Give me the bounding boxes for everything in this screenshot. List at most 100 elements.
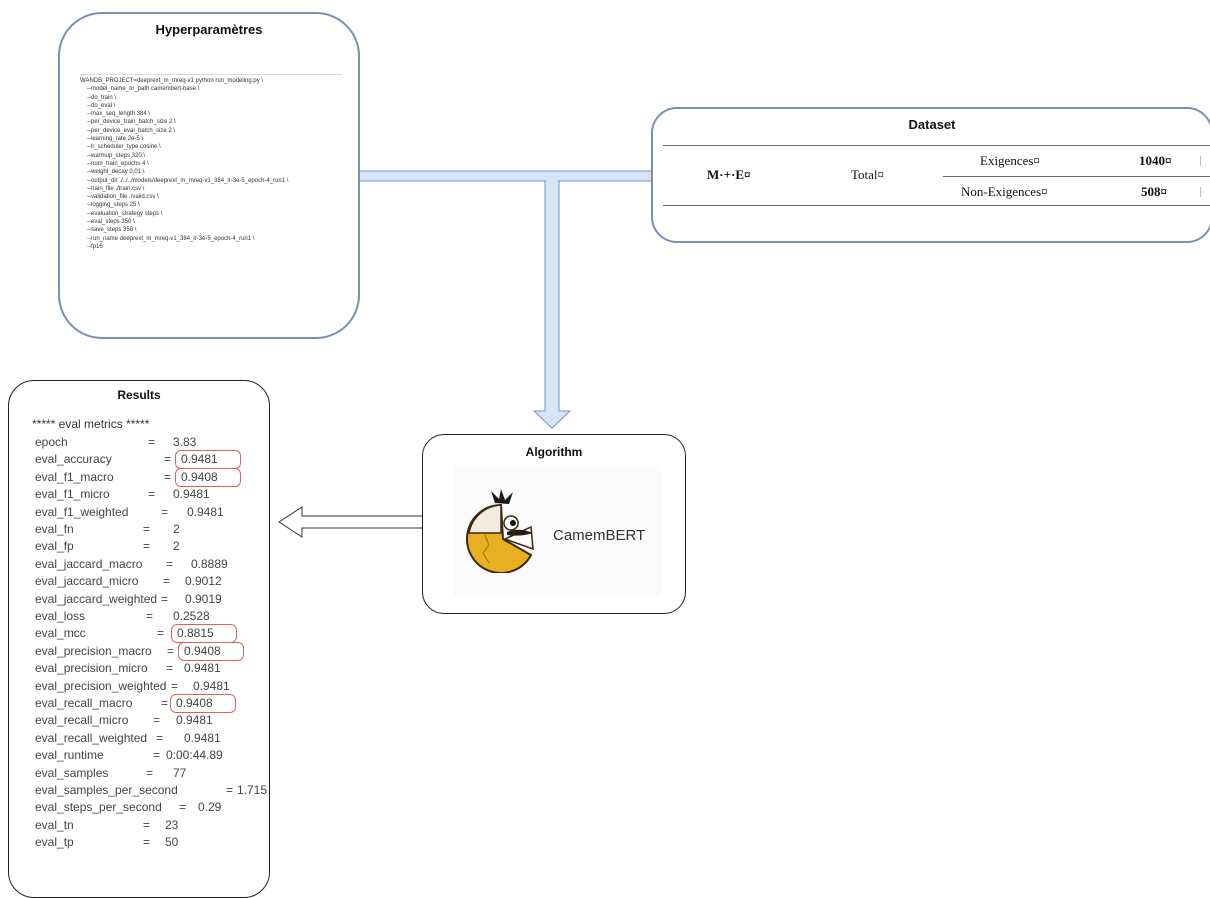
hyperparameter-line: --learning_rate 2e-5 \ bbox=[87, 136, 144, 143]
metric-value: 23 bbox=[165, 817, 179, 832]
metric-name: eval_mcc bbox=[35, 626, 86, 641]
metric-equals: = bbox=[146, 765, 154, 780]
metric-equals: = bbox=[179, 800, 187, 815]
table-top-rule bbox=[663, 145, 1210, 146]
dataset-table: M·+·E¤ Total¤ Exigences¤ 1040¤ Non-Exige… bbox=[653, 109, 1210, 241]
metric-row: eval_f1_weighted=0.9481 bbox=[35, 505, 265, 521]
hyperparameter-line: --per_device_train_batch_size 2 \ bbox=[87, 119, 176, 126]
metric-name: eval_recall_weighted bbox=[35, 730, 148, 745]
metric-value: 0.9481 bbox=[187, 504, 224, 519]
metric-name: eval_f1_micro bbox=[35, 487, 110, 502]
metric-equals: = bbox=[166, 556, 174, 571]
camembert-logo-icon bbox=[466, 489, 534, 573]
metric-row: eval_jaccard_macro=0.8889 bbox=[35, 557, 265, 573]
metric-name: eval_fn bbox=[35, 522, 74, 536]
metric-row: epoch=3.83 bbox=[35, 435, 265, 451]
metric-equals: = bbox=[143, 522, 151, 536]
metric-name: epoch bbox=[35, 435, 68, 449]
metrics-header: ***** eval metrics ***** bbox=[32, 417, 150, 431]
hyperparameter-line: --output_dir ./../../models/deeprext_m_m… bbox=[87, 177, 289, 184]
metric-value: 0.2528 bbox=[173, 609, 210, 623]
metric-name: eval_recall_macro bbox=[35, 696, 133, 710]
hyperparameter-line: --run_name deeprext_m_mreq-v1_384_lr-3e-… bbox=[87, 235, 255, 242]
metric-name: eval_recall_micro bbox=[35, 713, 129, 728]
metric-name: eval_f1_macro bbox=[35, 469, 114, 484]
metric-equals: = bbox=[143, 539, 151, 554]
metric-name: eval_precision_micro bbox=[35, 661, 148, 676]
hyperparameter-line: --evaluation_strategy steps \ bbox=[87, 210, 163, 217]
table-bottom-rule bbox=[663, 205, 1210, 206]
metric-value: 0.9012 bbox=[185, 574, 222, 589]
metric-value: 0.9408 bbox=[176, 696, 213, 710]
hyperparameter-line: --validation_file ./valid.csv \ bbox=[87, 194, 159, 201]
dataset-total-label: Total¤ bbox=[851, 167, 885, 182]
metric-value: 2 bbox=[173, 522, 180, 536]
metric-row: eval_f1_micro=0.9481 bbox=[35, 487, 265, 503]
metric-name: eval_precision_weighted bbox=[35, 678, 167, 693]
hyperparameters-command: WANDB_PROJECT=deeprext_m_mreq-v1 python … bbox=[80, 77, 350, 251]
hyperparameter-line: --warmup_steps 320 \ bbox=[87, 152, 146, 159]
hyperparameters-box: Hyperparamètres WANDB_PROJECT=deeprext_m… bbox=[58, 12, 360, 339]
metric-value: 0.8815 bbox=[177, 626, 214, 641]
metric-value: 50 bbox=[165, 835, 179, 850]
metric-value: 0:00:44.89 bbox=[166, 748, 223, 763]
metric-row: eval_precision_macro = 0.9408 bbox=[35, 644, 265, 660]
metric-row: eval_precision_micro=0.9481 bbox=[35, 661, 265, 677]
metric-equals: = bbox=[164, 469, 172, 484]
metric-name: eval_precision_macro bbox=[35, 643, 152, 658]
metric-row: eval_tn=23 bbox=[35, 818, 265, 834]
metric-row: eval_samples_per_second=1.715 bbox=[35, 783, 267, 799]
metric-row: eval_mcc = 0.8815 bbox=[35, 626, 265, 642]
arrow-to-algorithm bbox=[532, 180, 572, 429]
metric-row: eval_samples=77 bbox=[35, 766, 265, 782]
metric-name: eval_tn bbox=[35, 817, 74, 832]
metric-row: eval_tp=50 bbox=[35, 835, 265, 851]
metric-value: 3.83 bbox=[173, 435, 197, 449]
dataset-row-value: 1040¤ bbox=[1139, 153, 1172, 168]
dataset-group-label: M·+·E¤ bbox=[707, 167, 751, 182]
metric-value: 0.9481 bbox=[181, 452, 218, 467]
algorithm-model-name: CamemBERT bbox=[553, 527, 646, 544]
metric-name: eval_samples_per_second bbox=[35, 783, 178, 797]
metric-name: eval_runtime bbox=[35, 748, 104, 763]
metric-value: 0.29 bbox=[198, 800, 222, 815]
metric-value: 0.9481 bbox=[176, 713, 213, 728]
dataset-box: Dataset M·+·E¤ Total¤ Exigences¤ 1040¤ N… bbox=[651, 107, 1210, 243]
metric-equals: = bbox=[161, 696, 169, 710]
highlight-outline bbox=[175, 467, 241, 487]
dataset-row-label: Exigences¤ bbox=[980, 153, 1040, 168]
metric-equals: = bbox=[156, 730, 164, 745]
metric-row: eval_precision_weighted=0.9481 bbox=[35, 679, 265, 695]
hyperparameter-line: WANDB_PROJECT=deeprext_m_mreq-v1 python … bbox=[80, 78, 264, 84]
metric-row: eval_jaccard_micro=0.9012 bbox=[35, 574, 265, 590]
metric-equals: = bbox=[226, 783, 234, 797]
metric-equals: = bbox=[161, 504, 169, 519]
algorithm-box: Algorithm CamemBERT bbox=[422, 434, 686, 614]
metric-equals: = bbox=[153, 713, 161, 728]
results-title: Results bbox=[117, 388, 161, 402]
metric-row: eval_runtime=0:00:44.89 bbox=[35, 748, 265, 764]
metric-equals: = bbox=[157, 626, 165, 641]
metric-equals: = bbox=[146, 609, 154, 623]
metric-row: eval_f1_macro=0.9408 bbox=[35, 470, 265, 486]
metric-equals: = bbox=[164, 452, 172, 467]
metric-name: eval_jaccard_weighted bbox=[35, 591, 158, 606]
hyperparameter-line: --lr_scheduler_type cosine \ bbox=[87, 144, 161, 151]
hyperparameter-line: --train_file ./train.csv \ bbox=[87, 185, 145, 192]
metric-name: eval_fp bbox=[35, 539, 74, 554]
highlight-outline bbox=[175, 450, 241, 470]
metric-value: 0.8889 bbox=[191, 556, 228, 571]
hyperparameter-line: --num_train_epochs 4 \ bbox=[87, 160, 149, 167]
metric-equals: = bbox=[148, 487, 156, 502]
metric-value: 0.9408 bbox=[184, 643, 221, 658]
hyperparameter-line: --max_seq_length 384 \ bbox=[87, 111, 151, 118]
highlight-outline bbox=[178, 641, 244, 661]
hyperparameter-line: --logging_steps 25 \ bbox=[87, 202, 140, 209]
metric-equals: = bbox=[167, 643, 175, 658]
highlight-outline bbox=[171, 624, 237, 644]
hyperparameter-line: --do_eval \ bbox=[87, 102, 116, 109]
hyperparameter-line: --fp16 bbox=[87, 243, 103, 250]
metric-value: 77 bbox=[173, 765, 187, 780]
metric-row: eval_steps_per_second=0.29 bbox=[35, 800, 265, 816]
